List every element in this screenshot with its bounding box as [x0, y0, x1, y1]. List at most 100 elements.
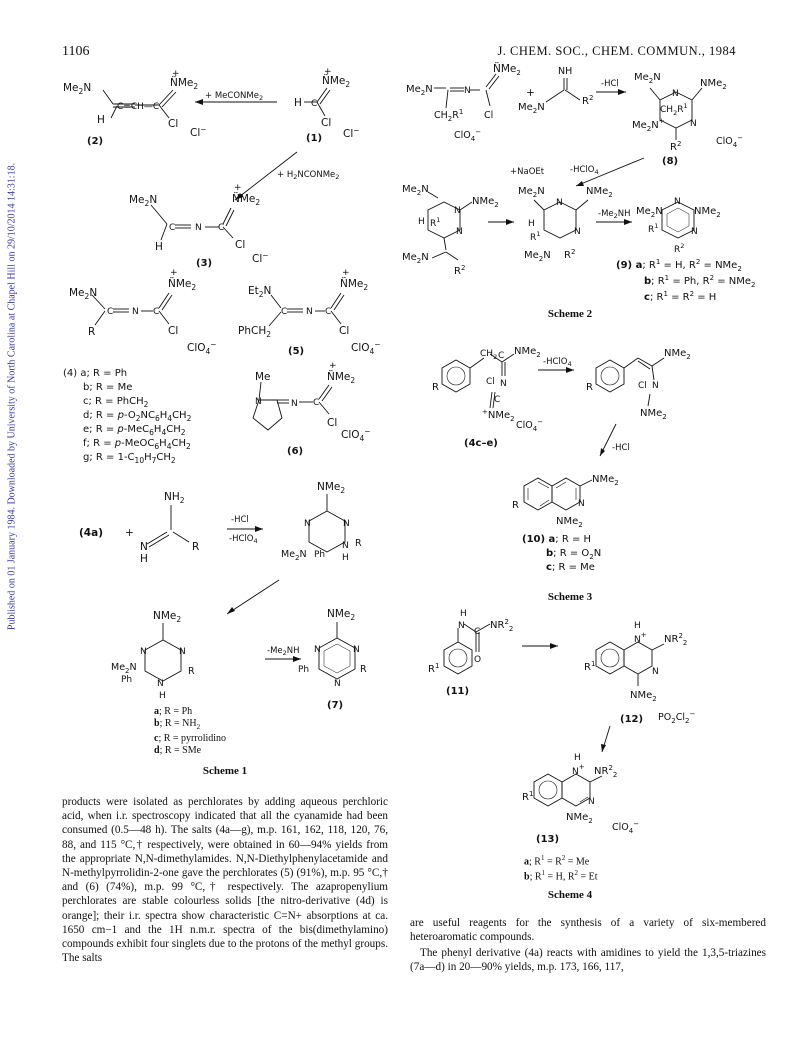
svg-text:(4c–e): (4c–e): [464, 438, 498, 449]
svg-text:N: N: [132, 307, 139, 317]
svg-text:-HClO4: -HClO4: [570, 165, 599, 176]
svg-text:C: C: [153, 307, 159, 317]
svg-text:N: N: [195, 223, 202, 233]
svg-text:c; R = PhCH2: c; R = PhCH2: [83, 396, 149, 409]
body-paragraph-right-1: are useful reagents for the synthesis of…: [410, 917, 766, 944]
svg-text:H: H: [574, 753, 581, 763]
svg-text:Me2N: Me2N: [111, 662, 137, 675]
svg-text:(8): (8): [662, 156, 678, 167]
svg-text:NMe2: NMe2: [640, 408, 667, 421]
svg-text:R2: R2: [564, 248, 575, 261]
svg-text:Ph: Ph: [121, 675, 132, 685]
svg-text:N: N: [304, 519, 311, 529]
svg-text:N: N: [674, 197, 681, 207]
svg-text:+ H2NCONMe2: + H2NCONMe2: [277, 170, 339, 181]
svg-text:.: .: [255, 397, 258, 407]
svg-text:PO2Cl2−: PO2Cl2−: [658, 710, 695, 725]
svg-text:H: H: [97, 114, 105, 126]
svg-text:C: C: [169, 223, 175, 233]
svg-text:NMe2: NMe2: [694, 206, 721, 219]
svg-text:NMe2: NMe2: [566, 812, 593, 825]
svg-text:+: +: [234, 183, 242, 193]
scheme2-4-figure: -HCl Me2N N N̈Me2 + CH2R1 Cl ClO4− + NH …: [402, 62, 756, 845]
svg-text:ClO4−: ClO4−: [351, 340, 381, 356]
svg-text:Cl: Cl: [327, 417, 337, 429]
svg-text:N̈Me2: N̈Me2: [232, 192, 260, 207]
svg-text:N: N: [334, 679, 341, 689]
svg-text:R2: R2: [454, 264, 465, 277]
svg-text:ClO4−: ClO4−: [454, 128, 481, 143]
svg-text:CH2R1: CH2R1: [434, 108, 463, 123]
svg-text:H: H: [342, 553, 349, 563]
svg-text:N: N: [464, 86, 471, 96]
svg-text:R2: R2: [674, 242, 684, 255]
svg-text:N̈Me2: N̈Me2: [327, 370, 355, 385]
svg-text:N: N: [458, 621, 465, 631]
svg-text:C: C: [494, 395, 500, 405]
svg-text:(4a): (4a): [79, 527, 103, 539]
svg-text:Cl−: Cl−: [190, 125, 207, 139]
svg-text:C: C: [107, 307, 113, 317]
svg-text:NMe2: NMe2: [317, 481, 345, 495]
svg-text:PhCH2: PhCH2: [238, 325, 271, 339]
svg-text:NMe2: NMe2: [592, 474, 619, 487]
svg-text:NH: NH: [558, 66, 572, 77]
svg-text:NH2: NH2: [164, 491, 185, 505]
svg-text:H: H: [418, 217, 425, 227]
svg-text:CH2R1: CH2R1: [660, 102, 688, 117]
svg-text:Cl: Cl: [235, 239, 245, 251]
svg-text:Et2N: Et2N: [248, 285, 271, 299]
svg-text:-HClO4: -HClO4: [543, 357, 572, 368]
svg-text:+: +: [125, 527, 134, 539]
svg-text:g; R = 1-C10H7CH2: g; R = 1-C10H7CH2: [83, 452, 176, 465]
svg-text:H: H: [460, 609, 467, 619]
svg-text:(3): (3): [196, 258, 212, 269]
svg-text:N: N: [179, 647, 186, 657]
svg-text:C: C: [218, 223, 224, 233]
svg-text:C: C: [325, 307, 331, 317]
svg-text:Cl−: Cl−: [252, 251, 269, 265]
svg-text:b; R = Me: b; R = Me: [83, 382, 132, 393]
svg-text:Me2N: Me2N: [281, 549, 307, 562]
svg-text:b; R1 = Ph, R2 = NMe2: b; R1 = Ph, R2 = NMe2: [644, 274, 756, 289]
svg-text:Me2N: Me2N: [129, 194, 157, 208]
svg-text:(4) a; R = Ph: (4) a; R = Ph: [63, 368, 127, 379]
series7-legend: a; R = Ph b; R = NH2 c; R = pyrrolidino …: [154, 706, 227, 756]
svg-text:Me2N: Me2N: [518, 186, 545, 199]
scheme4-caption: Scheme 4: [547, 889, 593, 901]
svg-text:+: +: [172, 69, 180, 79]
svg-text:e; R = p-MeC6H4CH2: e; R = p-MeC6H4CH2: [83, 424, 186, 437]
svg-text:N: N: [140, 541, 148, 553]
svg-text:NMe2: NMe2: [630, 690, 657, 703]
svg-text:Cl: Cl: [484, 110, 493, 121]
svg-text:ClO4−: ClO4−: [716, 134, 743, 149]
svg-text:Cl: Cl: [486, 377, 495, 387]
svg-text:Cl: Cl: [168, 325, 178, 337]
svg-text:(13): (13): [536, 834, 559, 845]
svg-text:Me2N: Me2N: [518, 102, 545, 115]
svg-text:R: R: [360, 664, 367, 675]
svg-text:N: N: [556, 198, 563, 208]
svg-text:NMe2: NMe2: [586, 186, 613, 199]
svg-text:N̈Me2: N̈Me2: [168, 277, 196, 292]
svg-text:Me2N: Me2N: [402, 184, 429, 197]
svg-text:NMe2: NMe2: [153, 610, 181, 624]
svg-text:N: N: [314, 645, 321, 655]
svg-text:ClO4−: ClO4−: [612, 820, 639, 835]
svg-text:N+: N+: [572, 763, 585, 777]
svg-text:(12): (12): [620, 714, 643, 725]
svg-text:(9) a; R1 = H, R2 = NMe2: (9) a; R1 = H, R2 = NMe2: [616, 258, 742, 273]
svg-text:+: +: [329, 361, 337, 371]
svg-text:-HCl: -HCl: [601, 79, 619, 89]
svg-text:Me2N: Me2N: [63, 82, 91, 96]
svg-text:Cl: Cl: [638, 381, 647, 391]
svg-text:(5): (5): [288, 346, 304, 357]
svg-text:N: N: [342, 541, 349, 551]
svg-text:H: H: [155, 241, 163, 253]
svg-text:R2: R2: [582, 94, 593, 107]
svg-text:R: R: [88, 326, 95, 338]
svg-text:Ph: Ph: [298, 665, 309, 675]
svg-text:CH2: CH2: [480, 349, 497, 361]
svg-text:-Me2NH: -Me2NH: [267, 646, 300, 657]
svg-text:+: +: [342, 268, 350, 278]
